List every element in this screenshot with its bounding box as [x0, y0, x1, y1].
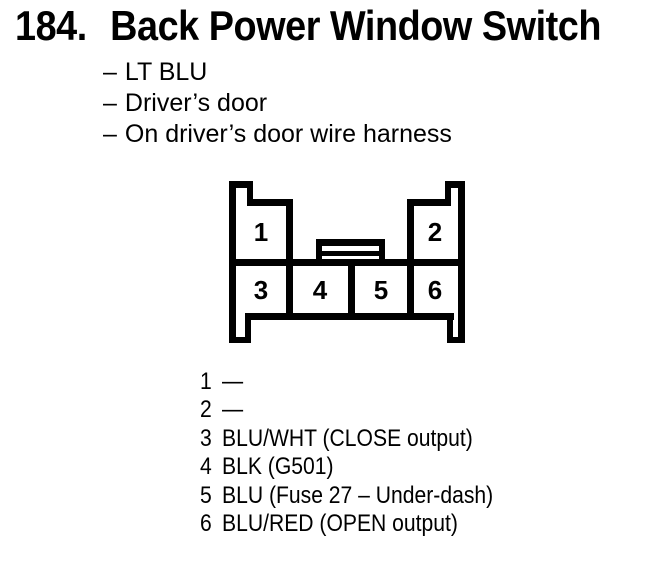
connector-pin-label: 2: [428, 217, 442, 247]
pin-number: 5: [200, 481, 212, 509]
note-item: – On driver’s door wire harness: [103, 119, 452, 150]
pin-number: 3: [200, 424, 212, 452]
pin-row: 3 BLU/WHT (CLOSE output): [200, 425, 493, 453]
page-title-text: Back Power Window Switch: [110, 2, 602, 49]
pin-description: BLK (G501): [222, 453, 334, 481]
connector-pin-label: 3: [254, 275, 268, 305]
pin-number: 2: [200, 396, 212, 424]
pin-assignment-list: 1 — 2 — 3 BLU/WHT (CLOSE output) 4 BLK (…: [200, 368, 493, 538]
note-dash: –: [103, 89, 117, 117]
connector-pin-label: 5: [374, 275, 388, 305]
pin-description: BLU/RED (OPEN output): [222, 510, 458, 538]
pin-row: 6 BLU/RED (OPEN output): [200, 510, 493, 538]
pin-description: —: [222, 396, 244, 424]
note-text: Driver’s door: [124, 89, 268, 117]
connector-outline: [229, 181, 465, 343]
note-item: – LT BLU: [103, 57, 452, 88]
pin-description: —: [222, 368, 244, 395]
pin-description: BLU/WHT (CLOSE output): [222, 424, 473, 452]
connector-pin-labels: 1 2 3 4 5 6: [254, 217, 442, 305]
pin-number: 4: [200, 453, 212, 481]
note-dash: –: [103, 120, 117, 148]
connector-pin-label: 1: [254, 217, 268, 247]
note-text: On driver’s door wire harness: [124, 120, 452, 148]
connector-pin-label: 6: [428, 275, 442, 305]
connector-diagram: 1 2 3 4 5 6: [229, 181, 465, 343]
connector-pin-label: 4: [313, 275, 328, 305]
pin-description: BLU (Fuse 27 – Under-dash): [222, 481, 494, 509]
pin-row: 5 BLU (Fuse 27 – Under-dash): [200, 482, 493, 510]
note-text: LT BLU: [124, 58, 208, 86]
pin-row: 4 BLK (G501): [200, 453, 493, 481]
pin-row: 2 —: [200, 396, 493, 424]
pin-number: 1: [200, 368, 212, 395]
pin-row: 1 —: [200, 368, 493, 396]
page-title: 184. Back Power Window Switch: [15, 5, 601, 47]
note-dash: –: [103, 58, 117, 86]
figure-number: 184.: [15, 2, 87, 49]
connector-latch: [316, 239, 385, 263]
note-item: – Driver’s door: [103, 88, 452, 119]
pin-number: 6: [200, 510, 212, 538]
notes-list: – LT BLU – Driver’s door – On driver’s d…: [103, 57, 452, 150]
